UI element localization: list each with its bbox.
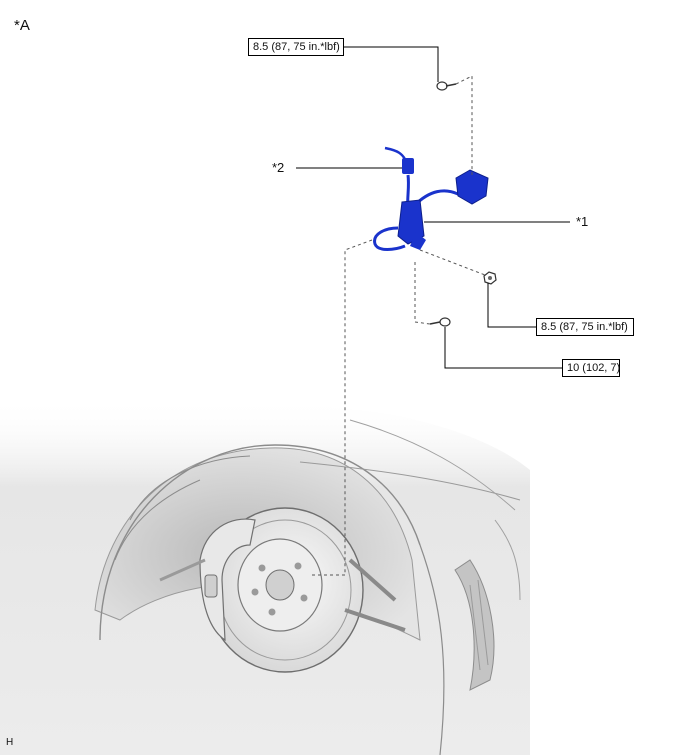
bolt-top-icon	[436, 81, 457, 91]
bolt-lower-icon	[429, 317, 451, 327]
fasteners	[429, 81, 497, 327]
brake-caliper	[199, 518, 256, 642]
torque-callout-nut: 8.5 (87, 75 in.*lbf)	[536, 318, 634, 336]
torque-callout-top-bolt: 8.5 (87, 75 in.*lbf)	[248, 38, 344, 56]
nut-icon	[483, 271, 497, 285]
install-paths	[310, 75, 486, 576]
view-label: *A	[14, 17, 30, 34]
footer-code: H	[6, 737, 14, 748]
leader-lines	[296, 46, 570, 369]
part-label-1: *1	[576, 214, 589, 229]
speed-sensor-assembly	[373, 146, 489, 251]
brake-disc	[206, 507, 364, 673]
part-label-2: *2	[272, 160, 285, 175]
suspension-links	[159, 558, 406, 632]
torque-callout-lower-bolt: 10 (102, 7)	[562, 359, 620, 377]
